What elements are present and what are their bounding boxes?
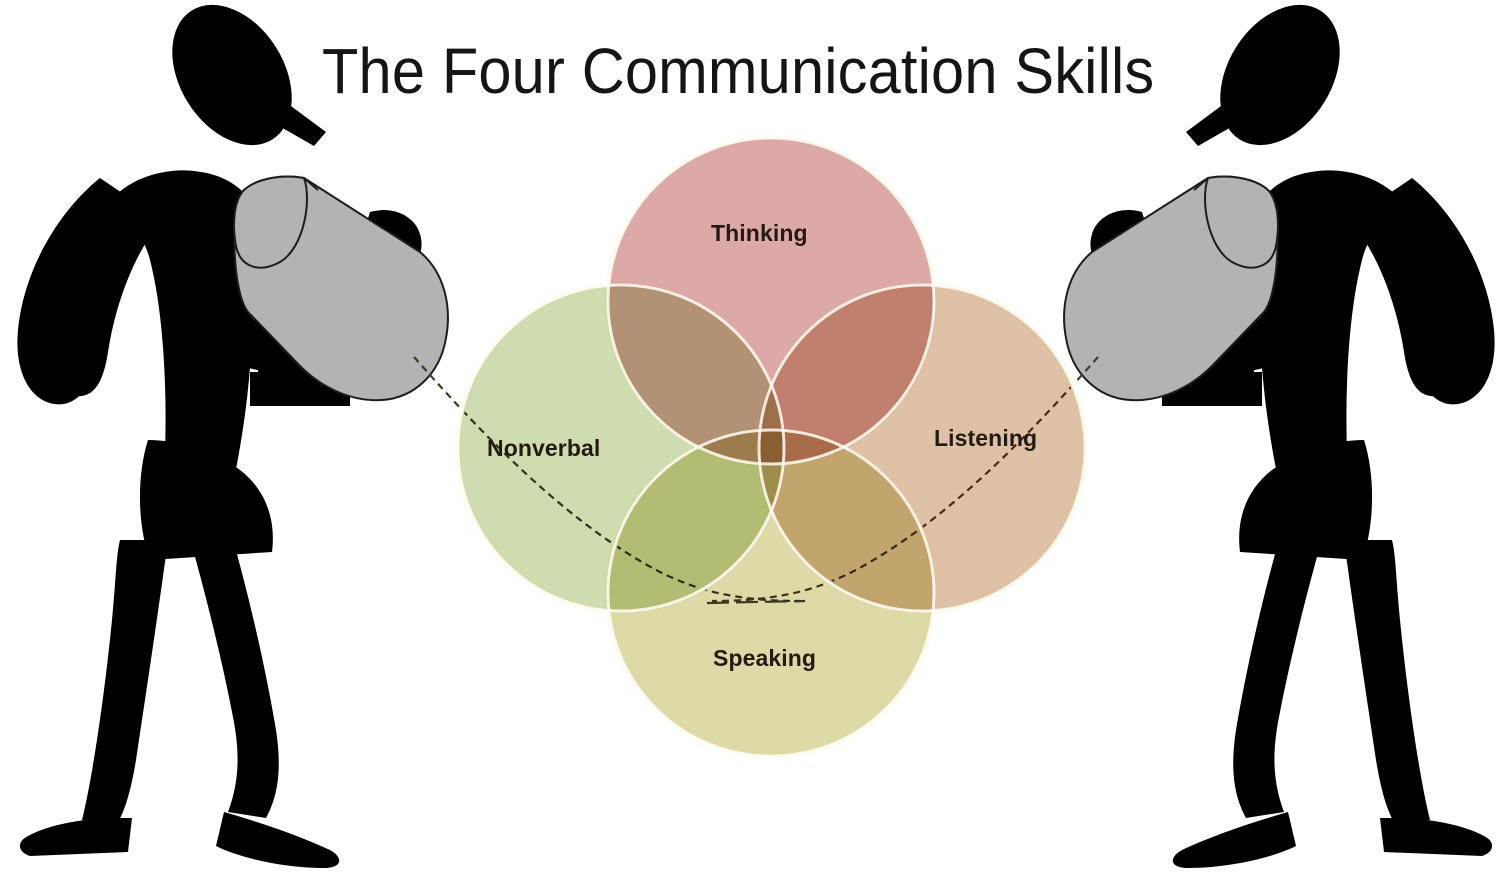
left-figure-megaphone-seam [303, 177, 319, 191]
right-figure-megaphone-rim [1204, 175, 1279, 269]
venn-circle-listening-rim [757, 283, 1087, 613]
right-figure-torso [1254, 170, 1405, 540]
left-figure-leg-back [192, 536, 279, 818]
left-figure-torso [107, 170, 258, 540]
right-figure-hips [1239, 440, 1373, 560]
left-figure-head [172, 4, 292, 146]
right-figure-head [1220, 4, 1340, 146]
venn-label-thinking: Thinking [711, 220, 808, 246]
right-figure-leg-front [1344, 540, 1430, 826]
left-figure-cap-brim [258, 92, 326, 146]
right-figure-leg-back [1233, 536, 1320, 818]
left-figure-foot-back [216, 812, 340, 868]
right-figure-forearm [1240, 310, 1342, 372]
left-figure-leg-front [82, 540, 168, 826]
speaker-left [17, 4, 801, 868]
venn-circle-speaking-rim [606, 428, 936, 758]
venn-diagram [455, 135, 1088, 759]
left-figure-forearm [170, 310, 272, 372]
venn-label-listening: Listening [934, 425, 1038, 451]
venn-label-nonverbal: Nonverbal [487, 435, 601, 461]
right-figure-megaphone-seam [1193, 177, 1209, 191]
leader-line-join [706, 599, 806, 605]
left-figure-megaphone-rim [233, 175, 308, 269]
right-figure-foot-front [1380, 818, 1493, 856]
venn-circle-nonverbal-rim [456, 283, 786, 613]
left-figure-arm-front [176, 250, 268, 350]
venn-circle-thinking-rim [606, 136, 936, 466]
venn-label-speaking: Speaking [713, 645, 817, 671]
left-figure-hips [139, 440, 273, 560]
right-figure-arm-front [1244, 250, 1336, 350]
page-title: The Four Communication Skills [322, 35, 1155, 107]
speaker-right [711, 4, 1495, 868]
right-figure-arm-back [1354, 210, 1470, 397]
right-figure-foot-back [1172, 812, 1296, 868]
left-figure-foot-front [19, 818, 132, 856]
venn-circle-speaking [608, 430, 934, 756]
right-figure-cap-brim [1186, 92, 1254, 146]
left-figure-arm-back [42, 210, 158, 397]
